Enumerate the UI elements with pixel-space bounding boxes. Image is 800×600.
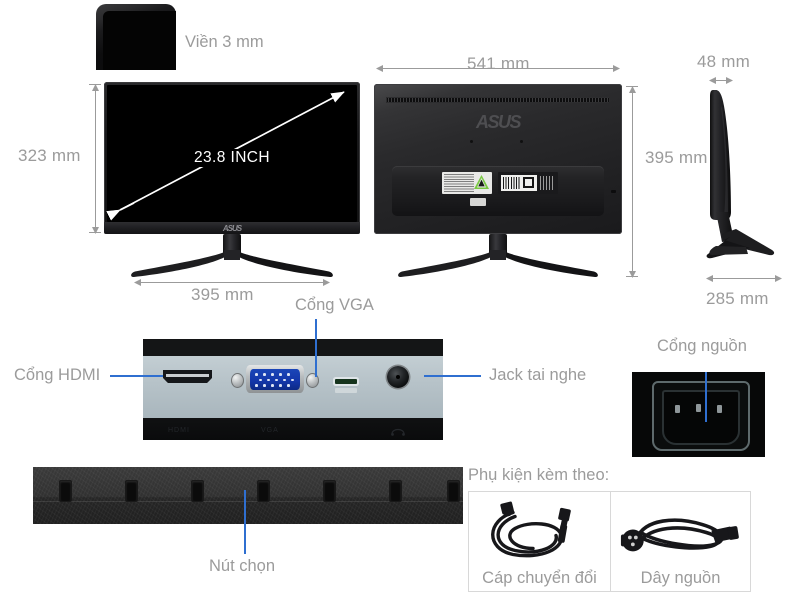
iec-pin-neutral xyxy=(717,405,722,413)
vga-screw-right xyxy=(306,373,319,388)
headphone-callout-label: Jack tai nghe xyxy=(489,366,587,384)
iec-pin-earth xyxy=(696,404,701,412)
side-depth-label: 48 mm xyxy=(697,52,750,71)
front-width-arrowheads xyxy=(134,279,330,286)
rear-height-label: 395 mm xyxy=(645,148,708,167)
vga-leader-line xyxy=(315,319,317,377)
accessories-section: Phụ kiện kèm theo: xyxy=(468,466,788,596)
osd-button-1[interactable] xyxy=(59,480,72,502)
iec-socket-inner xyxy=(662,390,740,445)
rear-width-label: 541 mm xyxy=(467,54,530,73)
hdmi-callout-label: Cổng HDMI xyxy=(14,366,101,384)
bezel-closeup-screen xyxy=(103,11,176,70)
accessory-item-adapter-cable: Cáp chuyển đổi xyxy=(469,492,610,591)
vga-port xyxy=(246,365,304,393)
osd-button-4[interactable] xyxy=(257,480,270,502)
power-callout-label: Cổng nguồn xyxy=(657,337,747,355)
vga-screw-left xyxy=(231,373,244,388)
side-base-arrowheads xyxy=(706,275,782,282)
osd-button-2[interactable] xyxy=(125,480,138,502)
iec-pin-live xyxy=(675,405,680,413)
accessories-grid: Cáp chuyển đổi xyxy=(468,491,751,592)
front-height-dimension-line xyxy=(95,84,96,232)
osd-button-7[interactable] xyxy=(447,480,460,502)
rear-view-regulatory-label xyxy=(442,172,492,194)
side-depth-dimension-line xyxy=(712,80,730,81)
osd-button-6[interactable] xyxy=(389,480,402,502)
rear-view-vent xyxy=(386,97,610,103)
rear-view-asus-logo: ASUS xyxy=(475,112,522,132)
headphone-silk-icon xyxy=(391,428,405,436)
rear-height-arrowheads xyxy=(629,86,636,278)
front-view-screen xyxy=(107,85,357,222)
front-view-monitor: ASUS xyxy=(104,82,360,234)
side-base-dimension-line xyxy=(708,278,780,279)
hdmi-silk-text: HDMI xyxy=(168,427,190,434)
vga-silk-text: VGA xyxy=(261,427,279,434)
ports-panel-photo: HDMI VGA xyxy=(143,339,443,440)
front-view-stand-base xyxy=(131,250,333,278)
bezel-closeup-image xyxy=(96,4,176,70)
osd-button-5[interactable] xyxy=(323,480,336,502)
side-depth-arrowheads xyxy=(709,77,733,84)
accessory-item-power-cord: Dây nguồn xyxy=(610,492,750,591)
adapter-cable-image xyxy=(469,496,610,567)
secondary-slot xyxy=(335,379,357,384)
osd-button-3[interactable] xyxy=(191,480,204,502)
power-cord-caption: Dây nguồn xyxy=(640,569,721,587)
rear-view-barcode-label xyxy=(498,172,558,194)
rear-height-tick-top xyxy=(626,86,638,87)
side-view-monitor xyxy=(706,90,775,259)
accessories-title: Phụ kiện kèm theo: xyxy=(468,466,610,484)
front-height-tick-top xyxy=(89,84,101,85)
front-height-arrowheads xyxy=(92,84,99,234)
rear-view-monitor: ASUS xyxy=(374,84,622,234)
osd-button-bar-photo xyxy=(33,467,463,524)
rear-view-stand-base xyxy=(398,250,598,278)
power-leader-line xyxy=(705,372,707,422)
rear-view-screw-dot xyxy=(470,140,473,143)
headphone-leader-line xyxy=(424,375,481,377)
headphone-jack-port xyxy=(387,366,409,388)
secondary-slot-shadow xyxy=(335,388,357,393)
adapter-cable-caption: Cáp chuyển đổi xyxy=(482,569,597,587)
power-port-photo xyxy=(632,372,765,457)
front-width-dimension-line xyxy=(136,282,328,283)
select-button-leader-line xyxy=(244,490,246,554)
front-view-asus-logo: ASUS xyxy=(222,224,242,233)
rear-view-kensington-slot xyxy=(611,190,616,193)
hdmi-leader-line xyxy=(110,375,163,377)
rear-height-dimension-line xyxy=(632,86,633,276)
vga-callout-label: Cổng VGA xyxy=(295,296,374,314)
side-base-label: 285 mm xyxy=(706,289,769,308)
front-width-label: 395 mm xyxy=(191,285,254,304)
power-cord-image xyxy=(611,496,750,567)
rear-view-small-label xyxy=(470,198,486,206)
rear-view-screw-dot xyxy=(520,140,523,143)
front-height-label: 323 mm xyxy=(18,146,81,165)
select-button-callout-label: Nút chọn xyxy=(209,557,276,575)
rear-width-arrowheads xyxy=(376,65,620,72)
iec-socket-outer xyxy=(652,381,750,451)
rear-width-dimension-line xyxy=(378,68,618,69)
bezel-thickness-label: Viền 3 mm xyxy=(185,33,264,51)
hdmi-port xyxy=(163,370,212,383)
